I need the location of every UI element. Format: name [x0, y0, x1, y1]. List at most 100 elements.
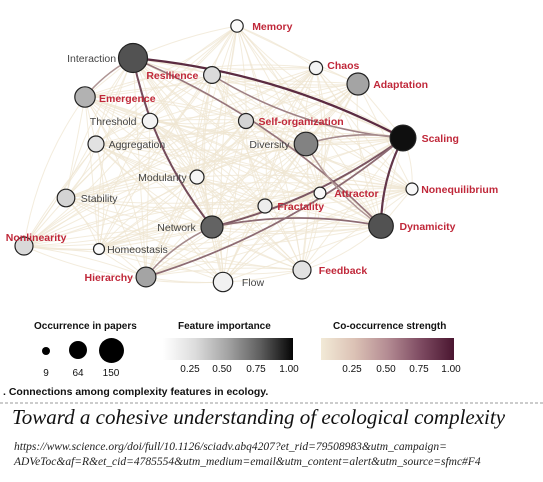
edge-diversity-feedback: [301, 143, 309, 271]
edge-diversity-stability: [65, 143, 307, 199]
edge-resilience-nonlinearity: [23, 74, 213, 247]
node-dynamicity[interactable]: [368, 213, 394, 239]
edge-self-organization-aggregation: [95, 120, 247, 145]
cooccurrence-gradient-bar: [321, 338, 454, 360]
node-threshold[interactable]: [141, 112, 159, 130]
edge-self-organization-nonlinearity: [23, 120, 247, 247]
edge-modularity-stability: [65, 175, 198, 199]
node-modularity[interactable]: [189, 169, 205, 185]
edge-memory-emergence: [84, 25, 238, 98]
edge-emergence-network: [84, 96, 213, 228]
node-layer: [14, 19, 419, 293]
node-label-attractor: Attractor: [334, 188, 378, 200]
importance-legend-title: Feature importance: [178, 321, 271, 332]
edge-aggregation-feedback: [95, 143, 303, 271]
edge-layer: [23, 25, 413, 284]
node-label-nonlinearity: Nonlinearity: [6, 232, 67, 244]
node-label-aggregation: Aggregation: [109, 139, 166, 151]
edge-resilience-scaling: [211, 74, 404, 139]
figure-caption: . Connections among complexity features …: [3, 386, 269, 398]
edge-modularity-feedback: [196, 176, 303, 271]
edge-modularity-attractor: [196, 176, 321, 194]
occurrence-tick-150: 150: [102, 368, 120, 379]
edge-resilience-hierarchy: [145, 74, 213, 278]
node-adaptation[interactable]: [346, 72, 370, 96]
strong-edge-scaling-network: [211, 137, 404, 228]
node-label-dynamicity: Dynamicity: [400, 221, 456, 233]
edge-emergence-nonlinearity: [23, 96, 86, 247]
node-memory[interactable]: [230, 19, 244, 33]
node-aggregation[interactable]: [87, 135, 105, 153]
cooccurrence-tick-025: 0.25: [342, 364, 362, 375]
node-scaling[interactable]: [389, 124, 417, 152]
node-chaos[interactable]: [308, 60, 324, 76]
node-interaction[interactable]: [117, 42, 149, 74]
article-url-line-1[interactable]: https://www.science.org/doi/full/10.1126…: [14, 441, 447, 453]
edge-adaptation-self-organization: [245, 83, 359, 122]
edge-dynamicity-hierarchy: [145, 225, 382, 278]
node-label-self-organization: Self-organization: [259, 116, 344, 128]
occurrence-tick-9: 9: [43, 368, 49, 379]
node-nonequilibrium[interactable]: [405, 182, 419, 196]
edge-attractor-nonequilibrium: [319, 188, 413, 195]
divider: [0, 402, 543, 404]
node-resilience[interactable]: [203, 65, 222, 84]
node-network[interactable]: [200, 215, 224, 239]
edge-memory-self-organization: [236, 25, 247, 122]
strong-edge-scaling-hierarchy: [145, 137, 404, 278]
edge-aggregation-dynamicity: [95, 143, 382, 227]
node-homeostasis[interactable]: [92, 242, 106, 256]
article-headline: Toward a cohesive understanding of ecolo…: [12, 405, 506, 429]
importance-tick-100: 1.00: [279, 364, 299, 375]
node-diversity[interactable]: [293, 131, 319, 157]
edge-adaptation-dynamicity: [356, 83, 382, 227]
strong-edge-interaction-network: [132, 57, 213, 228]
edge-chaos-emergence: [84, 64, 317, 98]
node-attractor[interactable]: [313, 186, 327, 200]
edge-memory-nonlinearity: [23, 25, 238, 247]
node-feedback[interactable]: [292, 260, 312, 280]
edge-dynamicity-homeostasis: [98, 225, 382, 251]
edge-threshold-nonlinearity: [23, 120, 151, 247]
article-url-line-2[interactable]: ADVeToc&af=R&et_cid=4785554&utm_medium=e…: [14, 456, 481, 468]
node-stability[interactable]: [56, 188, 76, 208]
edge-diversity-homeostasis: [98, 143, 307, 250]
edge-chaos-nonlinearity: [23, 67, 317, 247]
edge-nonequilibrium-flow: [222, 188, 413, 283]
node-label-adaptation: Adaptation: [373, 79, 428, 91]
edge-aggregation-flow: [95, 143, 224, 283]
node-label-modularity: Modularity: [138, 172, 187, 184]
importance-gradient-bar: [163, 338, 293, 360]
edge-interaction-nonequilibrium: [132, 57, 413, 190]
edge-aggregation-attractor: [95, 143, 321, 194]
edge-adaptation-nonlinearity: [23, 83, 359, 247]
edge-threshold-scaling: [149, 119, 404, 139]
label-layer: MemoryInteractionChaosResilienceAdaptati…: [6, 21, 498, 289]
edge-aggregation-modularity: [95, 143, 198, 178]
edge-attractor-nonlinearity: [23, 192, 321, 247]
strong-edge-network-dynamicity: [211, 217, 382, 228]
edge-adaptation-feedback: [301, 83, 359, 271]
edge-dynamicity-flow: [222, 225, 382, 283]
edge-memory-attractor: [236, 25, 321, 194]
edge-chaos-threshold: [149, 67, 317, 122]
edge-diversity-nonlinearity: [23, 143, 307, 247]
edge-network-homeostasis: [98, 226, 213, 250]
edge-stability-network: [65, 197, 213, 228]
edge-chaos-modularity: [196, 67, 317, 178]
edge-chaos-feedback: [301, 67, 323, 271]
node-flow[interactable]: [212, 271, 234, 293]
node-fractality[interactable]: [257, 198, 273, 214]
node-label-interaction: Interaction: [67, 53, 116, 65]
complexity-network: MemoryInteractionChaosResilienceAdaptati…: [6, 19, 498, 293]
edge-memory-aggregation: [95, 25, 238, 145]
node-self-organization[interactable]: [237, 112, 255, 130]
node-nonlinearity[interactable]: [14, 236, 34, 256]
edge-resilience-emergence: [84, 74, 213, 98]
edge-aggregation-hierarchy: [95, 143, 147, 278]
node-hierarchy[interactable]: [135, 266, 157, 288]
edge-chaos-nonequilibrium: [315, 67, 413, 190]
node-emergence[interactable]: [74, 86, 96, 108]
occurrence-dot-large: [99, 338, 124, 363]
edge-stability-hierarchy: [65, 197, 147, 278]
